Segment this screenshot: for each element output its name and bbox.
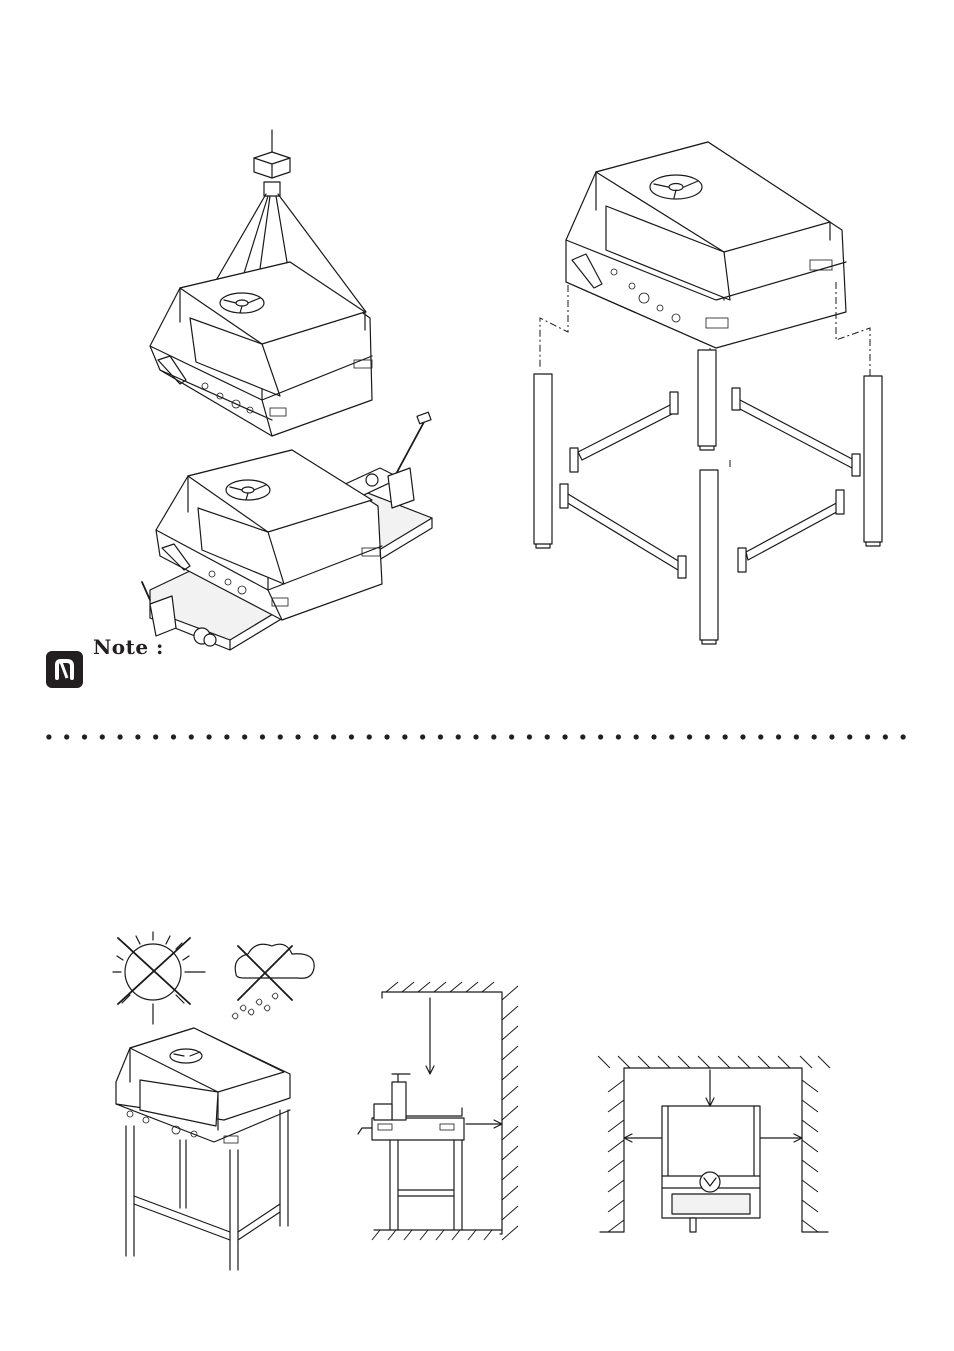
wall-clearance-top-illustration [0, 0, 954, 1351]
